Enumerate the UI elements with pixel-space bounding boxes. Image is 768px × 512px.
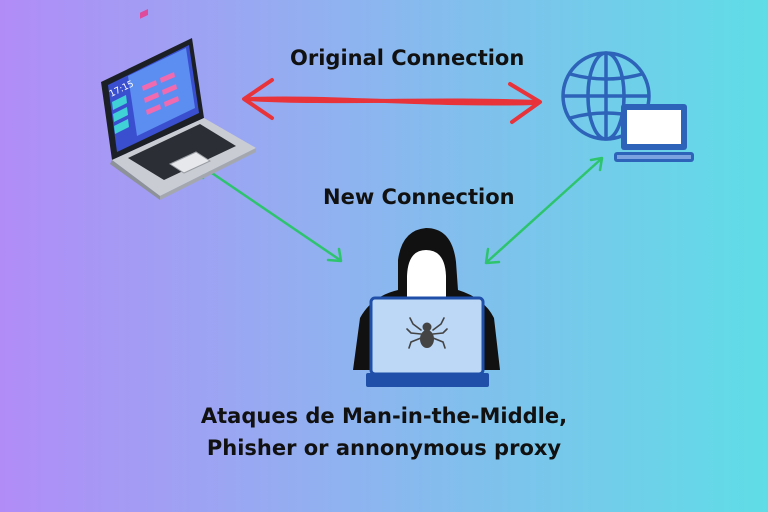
- caption-line-1: Ataques de Man-in-the-Middle,: [200, 404, 568, 428]
- diagram-caption: Ataques de Man-in-the-Middle, Phisher or…: [0, 400, 768, 464]
- caption-line-2: Phisher or annonymous proxy: [206, 436, 562, 460]
- original-connection-arrow: [242, 78, 542, 124]
- original-connection-label: Original Connection: [290, 46, 525, 70]
- new-connection-label: New Connection: [323, 185, 515, 209]
- new-connection-arrow-right: [484, 156, 604, 265]
